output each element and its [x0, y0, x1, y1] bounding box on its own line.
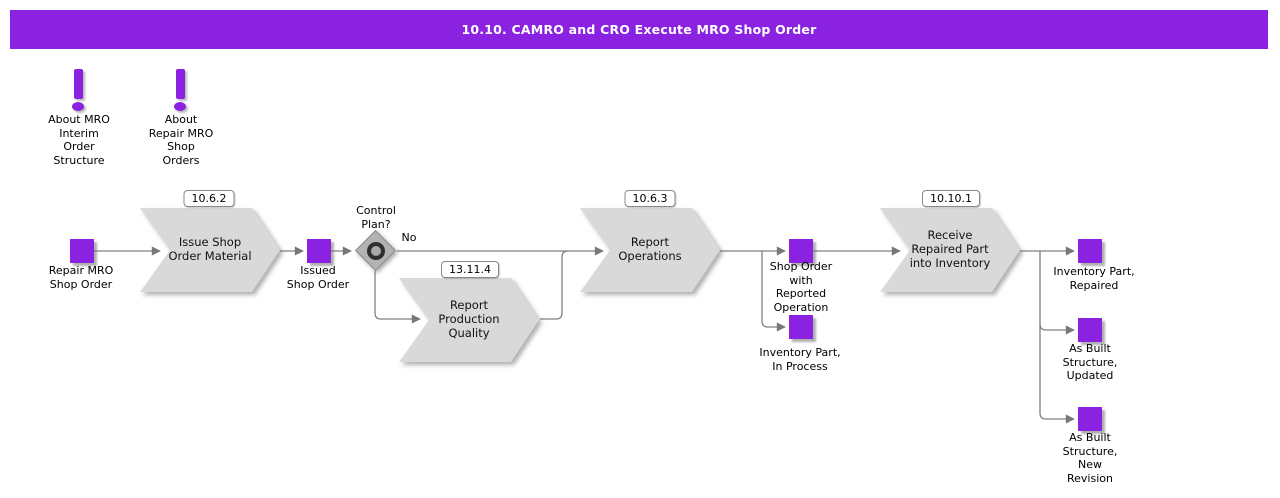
item-label: As Built Structure, Updated [1062, 342, 1118, 382]
item-inventory-part-repaired[interactable] [1078, 239, 1102, 263]
process-badge: 10.6.2 [183, 190, 235, 207]
exclamation-dot-icon [72, 102, 84, 111]
connector-report-quality-return [540, 250, 569, 320]
note-about-mro-interim-order-structure[interactable] [68, 69, 88, 111]
page-title: 10.10. CAMRO and CRO Execute MRO Shop Or… [461, 22, 817, 37]
branch-no-label: No [401, 231, 417, 244]
gateway-circle-icon [366, 241, 385, 260]
process-report-operations[interactable]: Report Operations [580, 208, 720, 292]
title-bar: 10.10. CAMRO and CRO Execute MRO Shop Or… [10, 10, 1268, 49]
process-arrow-shape: Report Production Quality [399, 278, 539, 362]
process-badge: 10.10.1 [922, 190, 980, 207]
item-label: Repair MRO Shop Order [48, 264, 114, 291]
item-label: Inventory Part, In Process [759, 346, 841, 373]
exclamation-dot-icon [174, 102, 186, 111]
item-label: Issued Shop Order [286, 264, 350, 291]
note-about-repair-mro-shop-orders[interactable] [170, 69, 190, 111]
process-receive-repaired-part-into-inventory[interactable]: Receive Repaired Part into Inventory [880, 208, 1020, 292]
item-inventory-part-in-process[interactable] [789, 315, 813, 339]
item-shop-order-with-reported-operation[interactable] [789, 239, 813, 263]
item-repair-mro-shop-order[interactable] [70, 239, 94, 263]
item-as-built-structure-new-revision[interactable] [1078, 407, 1102, 431]
process-arrow-shape: Issue Shop Order Material [140, 208, 280, 292]
note-label: About Repair MRO Shop Orders [148, 113, 214, 167]
process-badge: 13.11.4 [441, 261, 499, 278]
process-label: Report Operations [618, 235, 682, 263]
note-label: About MRO Interim Order Structure [48, 113, 110, 167]
process-badge: 10.6.3 [624, 190, 676, 207]
gateway-label: Control Plan? [356, 204, 396, 231]
item-issued-shop-order[interactable] [307, 239, 331, 263]
decision-control-plan [354, 229, 397, 272]
item-as-built-structure-updated[interactable] [1078, 318, 1102, 342]
item-label: Shop Order with Reported Operation [769, 260, 833, 314]
process-report-production-quality[interactable]: Report Production Quality [399, 278, 539, 362]
exclamation-icon [73, 69, 83, 99]
item-label: Inventory Part, Repaired [1053, 265, 1135, 292]
process-label: Report Production Quality [438, 298, 500, 340]
exclamation-icon [175, 69, 185, 99]
process-issue-shop-order-material[interactable]: Issue Shop Order Material [140, 208, 280, 292]
process-label: Receive Repaired Part into Inventory [909, 228, 991, 270]
process-arrow-shape: Report Operations [580, 208, 720, 292]
process-arrow-shape: Receive Repaired Part into Inventory [880, 208, 1020, 292]
item-label: As Built Structure, New Revision [1062, 431, 1118, 485]
process-label: Issue Shop Order Material [168, 235, 252, 263]
